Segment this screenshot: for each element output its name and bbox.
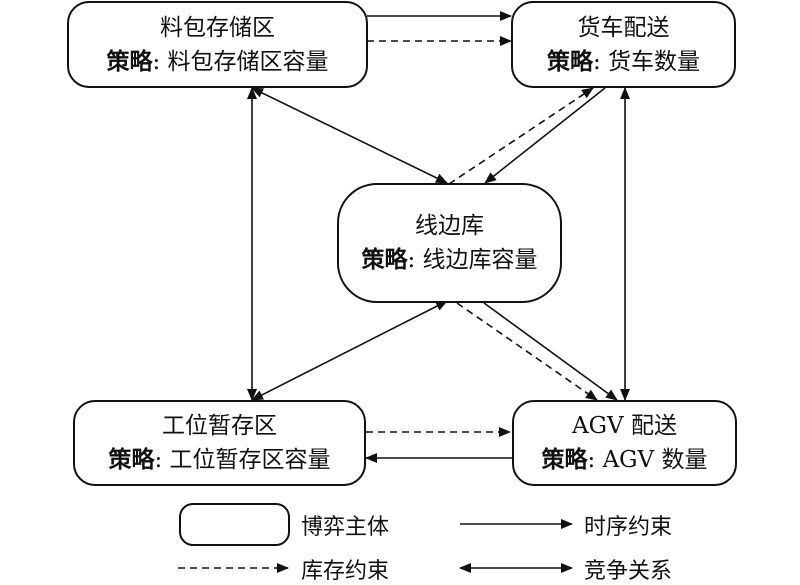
legend-game-subject-label: 博弈主体 [301,515,390,540]
legend-inventory-label: 库存约束 [301,559,390,584]
node-strategy: 策略: 线边库容量 [361,243,537,277]
legend-competition-label: 竞争关系 [584,559,673,584]
node-title: AGV 配送 [572,413,677,439]
node-title: 线边库 [415,213,484,239]
node-strategy: 策略: 工位暂存区容量 [108,443,330,477]
strategy-label: 策略 [106,48,153,75]
strategy-label: 策略 [108,447,155,473]
edge-lineside-to-agv-inventory [456,302,598,401]
strategy-label: 策略 [541,447,588,473]
strategy-label: 策略 [546,48,593,75]
node-strategy: 策略: 料包存储区容量 [106,45,328,79]
legend-temporal-label: 时序约束 [584,515,673,540]
strategy-text: : 货车数量 [592,48,701,75]
edge-lineside-workstation-competition [251,300,448,401]
node-title: 工位暂存区 [162,413,277,439]
edge-storage-lineside-competition [251,87,448,184]
node-agv-delivery: AGV 配送 策略: AGV 数量 [512,400,737,486]
node-title: 货车配送 [577,14,670,41]
node-truck-delivery: 货车配送 策略: 货车数量 [511,1,736,88]
edge-lineside-to-truck-inventory [448,87,594,185]
node-strategy: 策略: AGV 数量 [542,443,708,477]
node-line-side: 线边库 策略: 线边库容量 [337,183,562,303]
node-strategy: 策略: 货车数量 [547,45,700,79]
strategy-text: : 工位暂存区容量 [154,447,331,473]
node-title: 料包存储区 [160,14,275,41]
node-material-storage: 料包存储区 策略: 料包存储区容量 [67,1,368,88]
strategy-text: : 料包存储区容量 [152,48,329,75]
strategy-label: 策略 [361,247,408,273]
edge-lineside-to-agv-temporal [483,302,618,401]
legend-game-subject-box [179,503,290,546]
edge-truck-to-lineside-temporal [484,87,606,184]
node-workstation-buffer: 工位暂存区 策略: 工位暂存区容量 [73,400,366,486]
strategy-text: : 线边库容量 [407,247,538,273]
strategy-text: : AGV 数量 [587,447,708,473]
